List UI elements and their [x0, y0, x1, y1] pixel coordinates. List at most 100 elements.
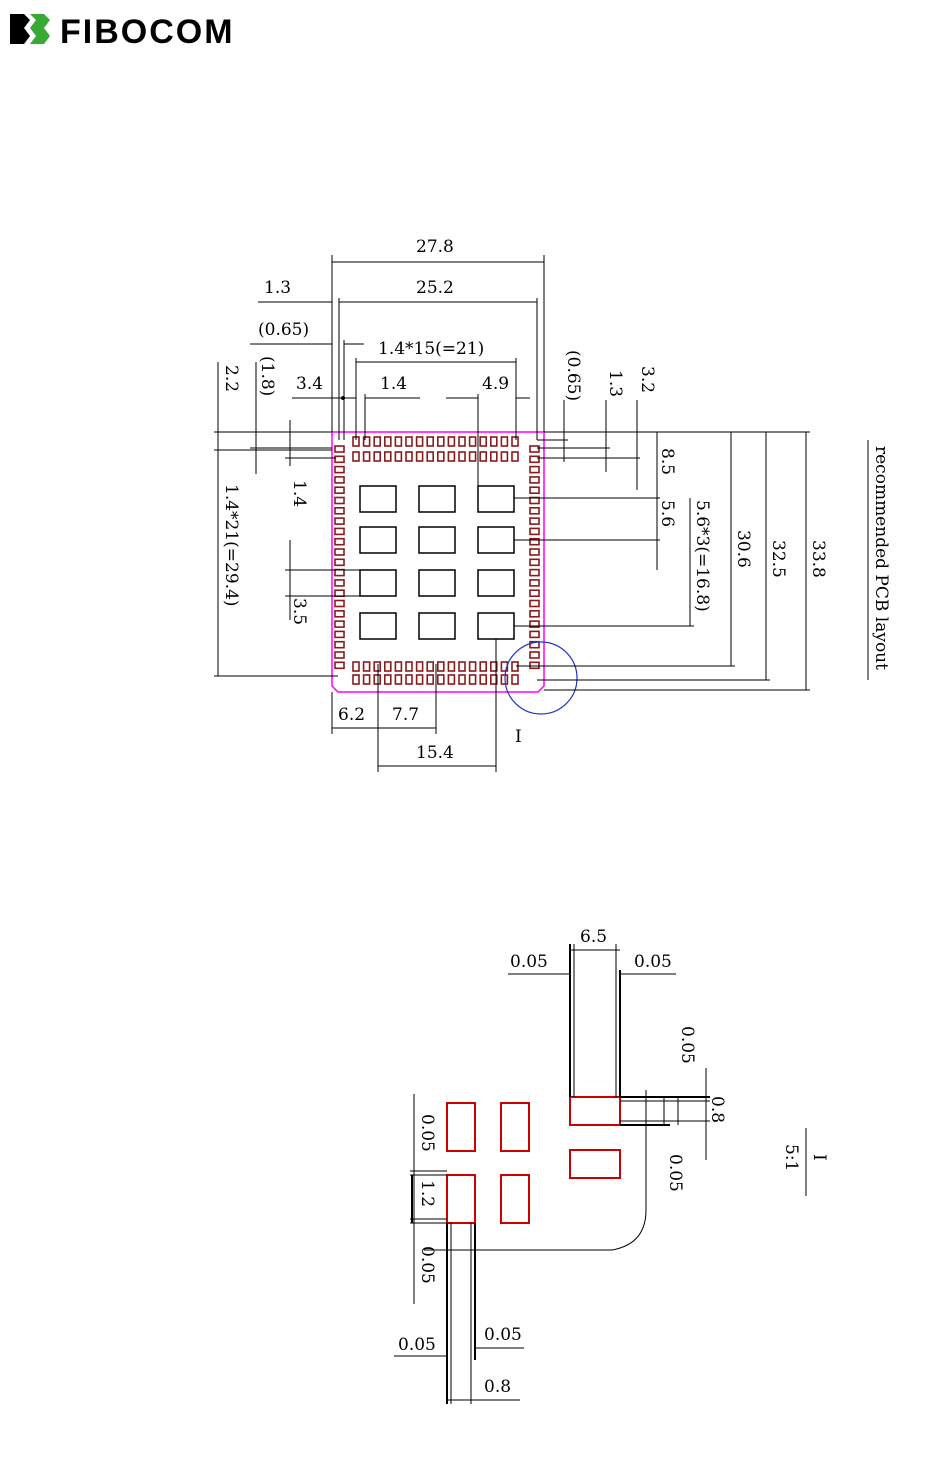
- dim-3-2: 3.2: [637, 366, 657, 393]
- pad-top-outer: [448, 437, 454, 446]
- detail-view: 6.5 0.05 0.05 0.05 0.8 0.05 0.05 1.2 0.0…: [394, 927, 829, 1404]
- detail-dim-0-05-g: 0.05: [398, 1335, 436, 1355]
- pad-bottom-outer: [374, 675, 380, 684]
- pad-right: [530, 631, 539, 637]
- pad-top-outer: [385, 437, 391, 446]
- detail-dim-1-2: 1.2: [417, 1180, 437, 1207]
- pad-top-inner: [427, 452, 433, 461]
- pad-bottom-inner: [459, 662, 465, 671]
- pad-top-inner: [470, 452, 476, 461]
- pad-right: [530, 456, 539, 462]
- pad-left: [335, 518, 344, 524]
- pad-bottom-outer: [448, 675, 454, 684]
- pad-top-inner: [480, 452, 486, 461]
- pad-bottom-outer: [512, 675, 518, 684]
- pad-left: [335, 590, 344, 596]
- pad-right: [530, 446, 539, 452]
- dim-1-8: (1.8): [257, 356, 277, 396]
- pad-left: [335, 539, 344, 545]
- dim-1-4x21: 1.4*21(=29.4): [221, 484, 241, 607]
- detail-dim-0-05-e: 0.05: [417, 1114, 437, 1152]
- dim-32-5: 32.5: [768, 540, 788, 578]
- dim-27-8: 27.8: [416, 237, 454, 257]
- pad-right: [530, 590, 539, 596]
- pad-left: [335, 456, 344, 462]
- pad-bottom-outer: [353, 675, 359, 684]
- dim-33-8: 33.8: [808, 540, 828, 578]
- detail-dim-0-05-h: 0.05: [484, 1325, 522, 1345]
- pad-left: [335, 498, 344, 504]
- left-dimensions: 2.2 (1.8) 1.4*21(=29.4) 1.4 3.5: [214, 356, 360, 676]
- dim-1-3-right: 1.3: [605, 370, 625, 397]
- pad-bottom-outer: [438, 675, 444, 684]
- pad-left: [335, 508, 344, 514]
- dim-3-4: 3.4: [296, 374, 323, 394]
- pad-bottom-inner: [438, 662, 444, 671]
- pad-top-inner: [395, 452, 401, 461]
- pad-top-inner: [374, 452, 380, 461]
- pad-left: [335, 467, 344, 473]
- pad-right: [530, 611, 539, 617]
- pad-left: [335, 549, 344, 555]
- pad-bottom-outer: [364, 675, 370, 684]
- dim-2-2: 2.2: [221, 365, 241, 392]
- pad-left: [335, 446, 344, 452]
- pad-left: [335, 662, 344, 668]
- pad-right: [530, 467, 539, 473]
- pad-left: [335, 642, 344, 648]
- pad-left: [335, 621, 344, 627]
- detail-dim-0-05-b: 0.05: [634, 952, 672, 972]
- dim-0-65-right: (0.65): [563, 350, 583, 401]
- pad-bottom-inner: [353, 662, 359, 671]
- pad-top-outer: [395, 437, 401, 446]
- pad-bottom-inner: [448, 662, 454, 671]
- pad-right: [530, 487, 539, 493]
- pad-left: [335, 477, 344, 483]
- detail-dim-0-05-c: 0.05: [677, 1026, 697, 1064]
- detail-pad-corner: [570, 1097, 620, 1125]
- pad-top-inner: [406, 452, 412, 461]
- detail-dim-0-8-right: 0.8: [707, 1096, 727, 1123]
- inner-pads: [360, 486, 514, 639]
- pad-bottom-inner: [480, 662, 486, 671]
- dim-0-65-left: (0.65): [258, 320, 309, 340]
- pad-top-inner: [448, 452, 454, 461]
- pad-top-outer: [480, 437, 486, 446]
- pad-bottom-outer: [480, 675, 486, 684]
- dim-1-4x15: 1.4*15(=21): [378, 339, 484, 359]
- pad-right: [530, 518, 539, 524]
- detail-scale: 5:1: [781, 1144, 801, 1171]
- dim-30-6: 30.6: [733, 530, 753, 568]
- pad-right: [530, 652, 539, 658]
- dim-5-6x3: 5.6*3(=16.8): [692, 500, 712, 612]
- pad-top-outer: [406, 437, 412, 446]
- pad-right: [530, 477, 539, 483]
- pad-bottom-outer: [417, 675, 423, 684]
- pad-left: [335, 580, 344, 586]
- pad-top-inner: [459, 452, 465, 461]
- main-layout: I 27.8 25.2 1.3 (0.65) 1.4*15(=21): [214, 237, 891, 772]
- pad-left: [335, 611, 344, 617]
- pad-top-inner: [385, 452, 391, 461]
- pad-top-outer: [512, 437, 518, 446]
- pad-bottom-inner: [395, 662, 401, 671]
- pad-bottom-inner: [417, 662, 423, 671]
- dim-4-9: 4.9: [482, 374, 509, 394]
- dim-8-5: 8.5: [657, 448, 677, 475]
- detail-dim-0-05-a: 0.05: [510, 952, 548, 972]
- pad-right: [530, 549, 539, 555]
- top-dimensions: 27.8 25.2 1.3 (0.65) 1.4*15(=21) 3.4 1.4: [250, 237, 544, 486]
- pad-bottom-inner: [406, 662, 412, 671]
- dim-5-6: 5.6: [657, 500, 677, 527]
- pad-bottom-inner: [427, 662, 433, 671]
- pad-right: [530, 601, 539, 607]
- pad-top-outer: [438, 437, 444, 446]
- right-dimensions: (0.65) 1.3 3.2 8.5 5.6 5.6*3(=16.8) 30.6…: [514, 350, 828, 690]
- detail-dim-0-05-d: 0.05: [665, 1154, 685, 1192]
- bottom-dimensions: 6.2 7.7 15.4: [332, 639, 496, 772]
- pad-top-outer: [459, 437, 465, 446]
- pad-bottom-outer: [427, 675, 433, 684]
- pad-bottom-outer: [395, 675, 401, 684]
- pad-right: [530, 528, 539, 534]
- pad-top-inner: [501, 452, 507, 461]
